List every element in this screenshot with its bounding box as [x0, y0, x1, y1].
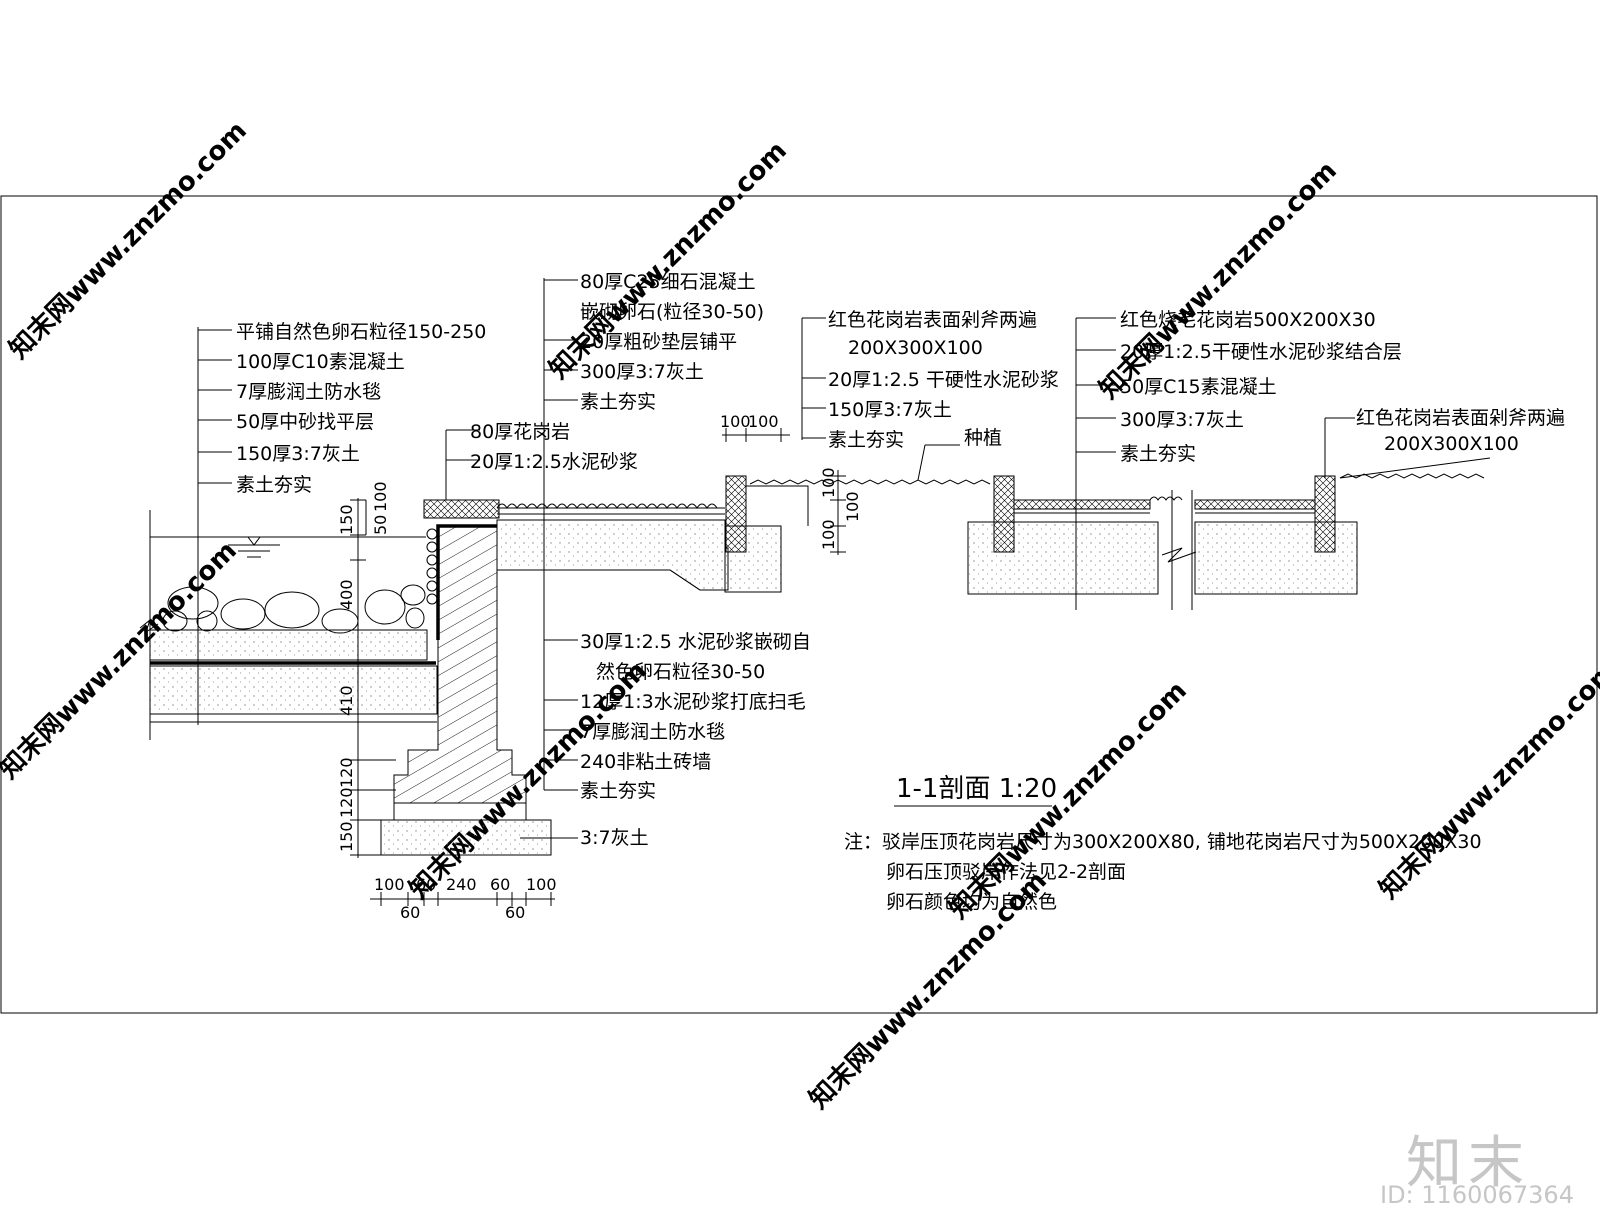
right-callout: 红色烧毛花岗岩500X200X30 20厚1:2.5干硬性水泥砂浆结合层 50厚…	[1120, 309, 1402, 465]
pond-section	[139, 510, 438, 740]
dim-h-100a: 100	[374, 875, 405, 894]
section-title: 1-1剖面 1:20	[896, 774, 1057, 804]
curb-callout: 红色花岗岩表面剁斧两遍 200X300X100 20厚1:2.5 干硬性水泥砂浆…	[828, 309, 1059, 451]
label-red-granite-curb: 红色花岗岩表面剁斧两遍	[828, 309, 1037, 331]
label-cement-mortar: 20厚1:2.5水泥砂浆	[470, 451, 638, 473]
pebble-paving	[496, 503, 729, 591]
dim-v-150: 150	[337, 504, 356, 535]
label-compacted-soil-3: 素土夯实	[828, 429, 904, 451]
note-line-2: 卵石压顶驳岸作法见2-2剖面	[886, 861, 1126, 883]
wall-pebbles	[426, 528, 438, 605]
dim-v-120a: 120	[337, 757, 356, 788]
wall-callout: 30厚1:2.5 水泥砂浆嵌砌自 然色卵石粒径30-50 12厚1:3水泥砂浆打…	[580, 631, 811, 849]
label-base-plaster: 12厚1:3水泥砂浆打底扫毛	[580, 691, 806, 713]
curb-stone-1	[724, 475, 809, 593]
label-flamed-granite: 红色烧毛花岗岩500X200X30	[1120, 309, 1376, 331]
label-sand-leveling: 50厚中砂找平层	[236, 411, 374, 433]
dim-curb-100b: 100	[748, 412, 779, 431]
label-mortar-pebble-face: 30厚1:2.5 水泥砂浆嵌砌自	[580, 631, 811, 653]
label-c15-concrete: 50厚C15素混凝土	[1120, 376, 1277, 398]
dim-v-150b: 150	[337, 821, 356, 852]
dim-curb-100a: 100	[720, 412, 751, 431]
label-lime-soil-150: 150厚3:7灰土	[828, 399, 952, 421]
watermark-3: 知末网www.znzmo.com	[1094, 156, 1343, 405]
label-c25-concrete: 80厚C25细石混凝土	[580, 271, 756, 293]
label-compacted-soil-2: 素土夯实	[580, 391, 656, 413]
dim-h-60c: 60	[400, 903, 420, 922]
left-callout: 平铺自然色卵石粒径150-250 100厚C10素混凝土 7厚膨润土防水毯 50…	[236, 321, 486, 496]
center-callout: 80厚C25细石混凝土 嵌砌卵石(粒径30-50) 20厚粗砂垫层铺平 300厚…	[580, 271, 764, 413]
dim-h-100b: 100	[526, 875, 557, 894]
dim-h-60b: 60	[490, 875, 510, 894]
pebbles	[162, 584, 426, 634]
label-edge-size: 200X300X100	[1384, 433, 1519, 455]
dim-v-50: 50	[371, 515, 390, 535]
dim-h-60d: 60	[505, 903, 525, 922]
dim-v-100: 100	[371, 481, 390, 512]
label-lime-soil: 150厚3:7灰土	[236, 443, 360, 465]
label-embedded-pebbles: 嵌砌卵石(粒径30-50)	[580, 301, 764, 323]
leader-lines	[197, 278, 1355, 839]
document-id: ID: 1160067364	[1380, 1181, 1574, 1209]
label-pebble-layer: 平铺自然色卵石粒径150-250	[236, 321, 486, 343]
dimension-texts: 150 50 100 400 410 120 120 150 100 60 24…	[337, 412, 862, 922]
label-compacted-soil: 素土夯实	[236, 474, 312, 496]
coping-stone	[423, 499, 500, 519]
label-bentonite-mat: 7厚膨润土防水毯	[236, 381, 381, 403]
watermark-7: 知末网www.znzmo.com	[1374, 656, 1600, 905]
dim-curb-100c: 100	[819, 467, 838, 498]
planting-ground-line	[749, 479, 991, 485]
dimension-lines	[350, 428, 846, 906]
title-block: 1-1剖面 1:20 注：驳岸压顶花岗岩尺寸为300X200X80, 铺地花岗岩…	[844, 774, 1482, 913]
dim-v-400: 400	[337, 579, 356, 610]
brand-logo-text: 知末	[1406, 1131, 1530, 1196]
label-planting: 种植	[964, 427, 1002, 449]
granite-paving-right	[967, 475, 1358, 610]
label-bentonite-mat-2: 7厚膨润土防水毯	[580, 721, 725, 743]
far-right-callout: 红色花岗岩表面剁斧两遍 200X300X100	[1356, 407, 1565, 455]
dim-curb-100d: 100	[843, 491, 862, 522]
dim-v-410: 410	[337, 685, 356, 716]
dim-h-60a: 60	[416, 875, 436, 894]
label-lime-soil-300: 300厚3:7灰土	[580, 361, 704, 383]
label-coarse-sand: 20厚粗砂垫层铺平	[580, 331, 737, 353]
label-brick-wall: 240非粘土砖墙	[580, 751, 711, 773]
label-c10-concrete: 100厚C10素混凝土	[236, 351, 405, 373]
label-dry-mortar: 20厚1:2.5 干硬性水泥砂浆	[828, 369, 1059, 391]
label-granite-80: 80厚花岗岩	[470, 421, 570, 443]
watermarks: 知末网www.znzmo.com 知末网www.znzmo.com 知末网www…	[0, 116, 1600, 1115]
note-line-1: 注：驳岸压顶花岗岩尺寸为300X200X80, 铺地花岗岩尺寸为500X200X…	[844, 831, 1482, 853]
retaining-wall	[380, 524, 552, 856]
label-dry-mortar-bond: 20厚1:2.5干硬性水泥砂浆结合层	[1120, 341, 1402, 363]
label-pebble-size: 然色卵石粒径30-50	[596, 661, 765, 683]
label-curb-size: 200X300X100	[848, 337, 983, 359]
label-red-granite-edge: 红色花岗岩表面剁斧两遍	[1356, 407, 1565, 429]
watermark-1: 知末网www.znzmo.com	[4, 116, 253, 365]
note-line-3: 卵石颜色均为自然色	[886, 891, 1057, 913]
label-lime-soil-300b: 300厚3:7灰土	[1120, 409, 1244, 431]
label-compacted-soil-5: 素土夯实	[580, 780, 656, 802]
dim-curb-100e: 100	[819, 519, 838, 550]
label-compacted-soil-4: 素土夯实	[1120, 443, 1196, 465]
drawing-frame	[0, 195, 1598, 1014]
dim-v-120b: 120	[337, 787, 356, 818]
dim-h-240: 240	[446, 875, 477, 894]
label-footing-lime-soil: 3:7灰土	[580, 827, 649, 849]
coping-callout: 80厚花岗岩 20厚1:2.5水泥砂浆	[470, 421, 638, 473]
slope-ground-line	[1339, 457, 1491, 479]
